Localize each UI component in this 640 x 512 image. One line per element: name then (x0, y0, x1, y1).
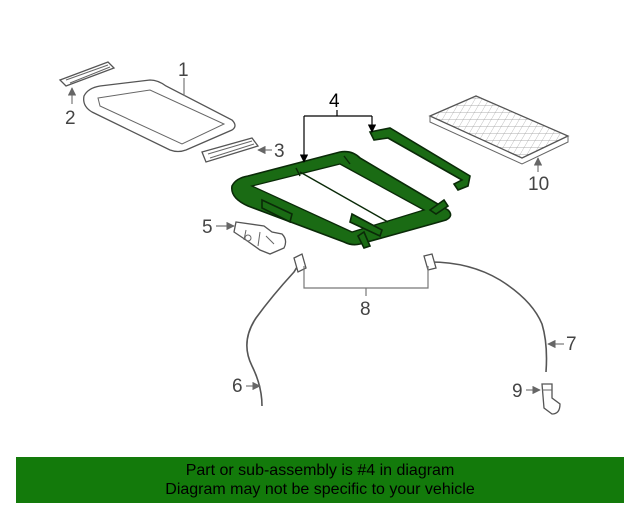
part-4-frame-assembly[interactable] (231, 127, 471, 249)
callout-3: 3 (274, 141, 285, 162)
banner-line-2: Diagram may not be specific to your vehi… (165, 481, 475, 498)
part-6-drain-hose-left[interactable] (246, 253, 307, 407)
callout-6: 6 (232, 376, 243, 397)
callout-5: 5 (202, 217, 213, 238)
callout-4: 4 (329, 91, 340, 112)
info-banner: Part or sub-assembly is #4 in diagram Di… (16, 457, 624, 503)
callout-9: 9 (512, 381, 523, 402)
part-1-glass-panel[interactable] (83, 79, 236, 153)
part-2-strip[interactable] (58, 61, 116, 87)
leader-8-bracket (303, 266, 429, 289)
part-10-sunshade[interactable] (428, 95, 570, 165)
part-5-motor[interactable] (233, 221, 287, 255)
callout-2: 2 (65, 108, 76, 129)
parts-diagram: 2 1 3 4 10 5 (58, 60, 577, 415)
callout-10: 10 (528, 174, 549, 195)
part-9-drain-fitting[interactable] (541, 383, 561, 415)
part-3-deflector[interactable] (201, 137, 260, 163)
callout-1: 1 (178, 60, 189, 81)
callout-8: 8 (360, 299, 371, 320)
banner-line-1: Part or sub-assembly is #4 in diagram (185, 462, 455, 479)
callout-7: 7 (566, 334, 577, 355)
part-7-drain-hose-right[interactable] (423, 253, 548, 373)
